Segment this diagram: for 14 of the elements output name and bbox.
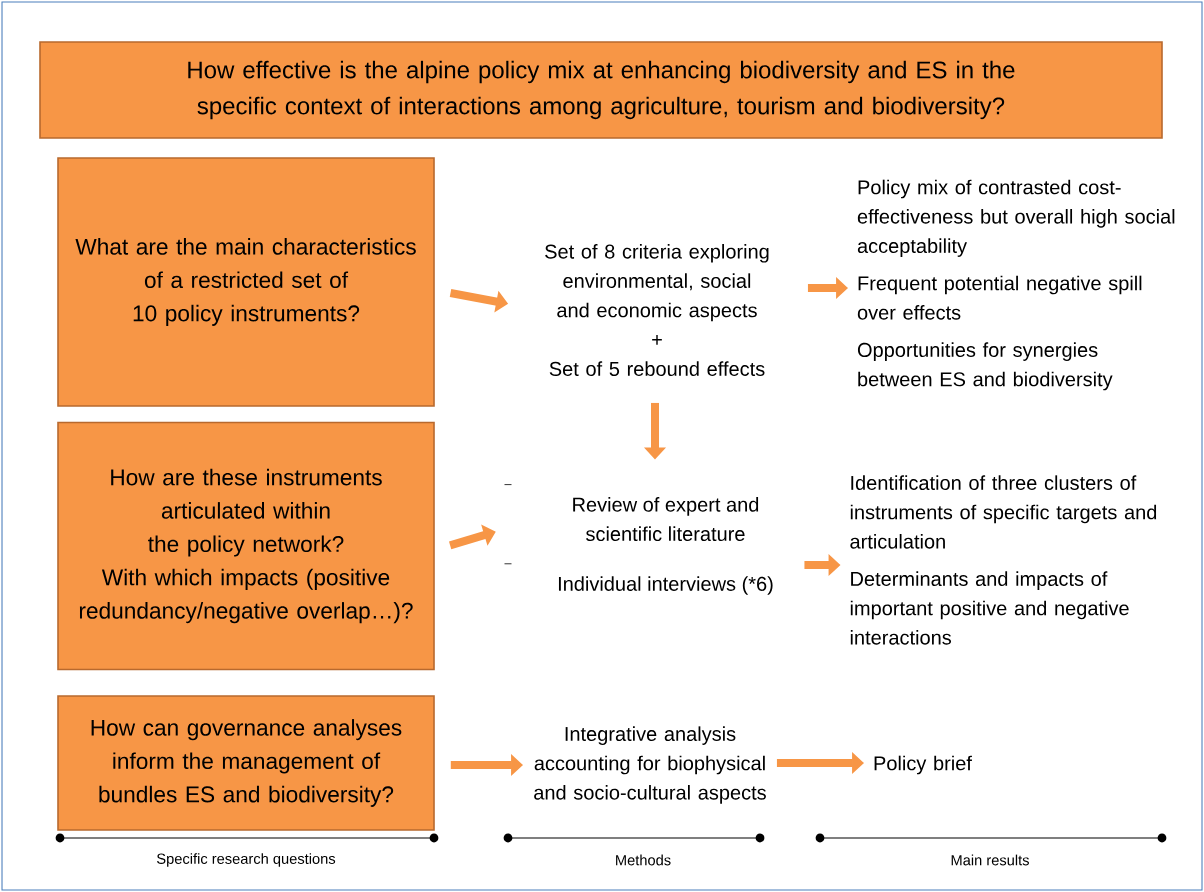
column-label: Main results [951, 854, 1029, 866]
result-text: Identification of three clusters of instruments of specific targets and articulation Determinants and impacts of important positive and negative interactions [850, 475, 1157, 645]
question-box: How effective is the alpine policy mix at enhancing biodiversity and ES in the specific context of interactions among agriculture, tourism and biodiversity? [39, 41, 1163, 139]
column-label: Methods [616, 854, 671, 866]
result-text: Policy brief [874, 755, 972, 775]
method-text: Review of expert and scientific literature Individual interviews (*6) [504, 484, 773, 595]
question-box: How can governance analyses inform the management of bundles ES and biodiversity? [57, 695, 435, 831]
block-arrow [449, 524, 496, 550]
question-box: What are the main characteristics of a restricted set of 10 policy instruments? [57, 157, 435, 407]
column-label: Specific research questions [157, 853, 336, 867]
question-box: How are these instruments articulated within the policy network? With which impacts (positive redundancy/negative overlap…)? [57, 421, 435, 671]
method-text: Integrative analysis accounting for biophysical and socio-cultural aspects [534, 726, 766, 804]
result-text: Policy mix of contrasted cost-effectiveness but overall high social acceptability Frequent potential negative spill over effects Opportunities for synergies between ES and biodiversity [857, 179, 1175, 391]
method-text: Set of 8 criteria exploring environmental, social and economic aspects + Set of 5 rebound effects [545, 244, 769, 376]
